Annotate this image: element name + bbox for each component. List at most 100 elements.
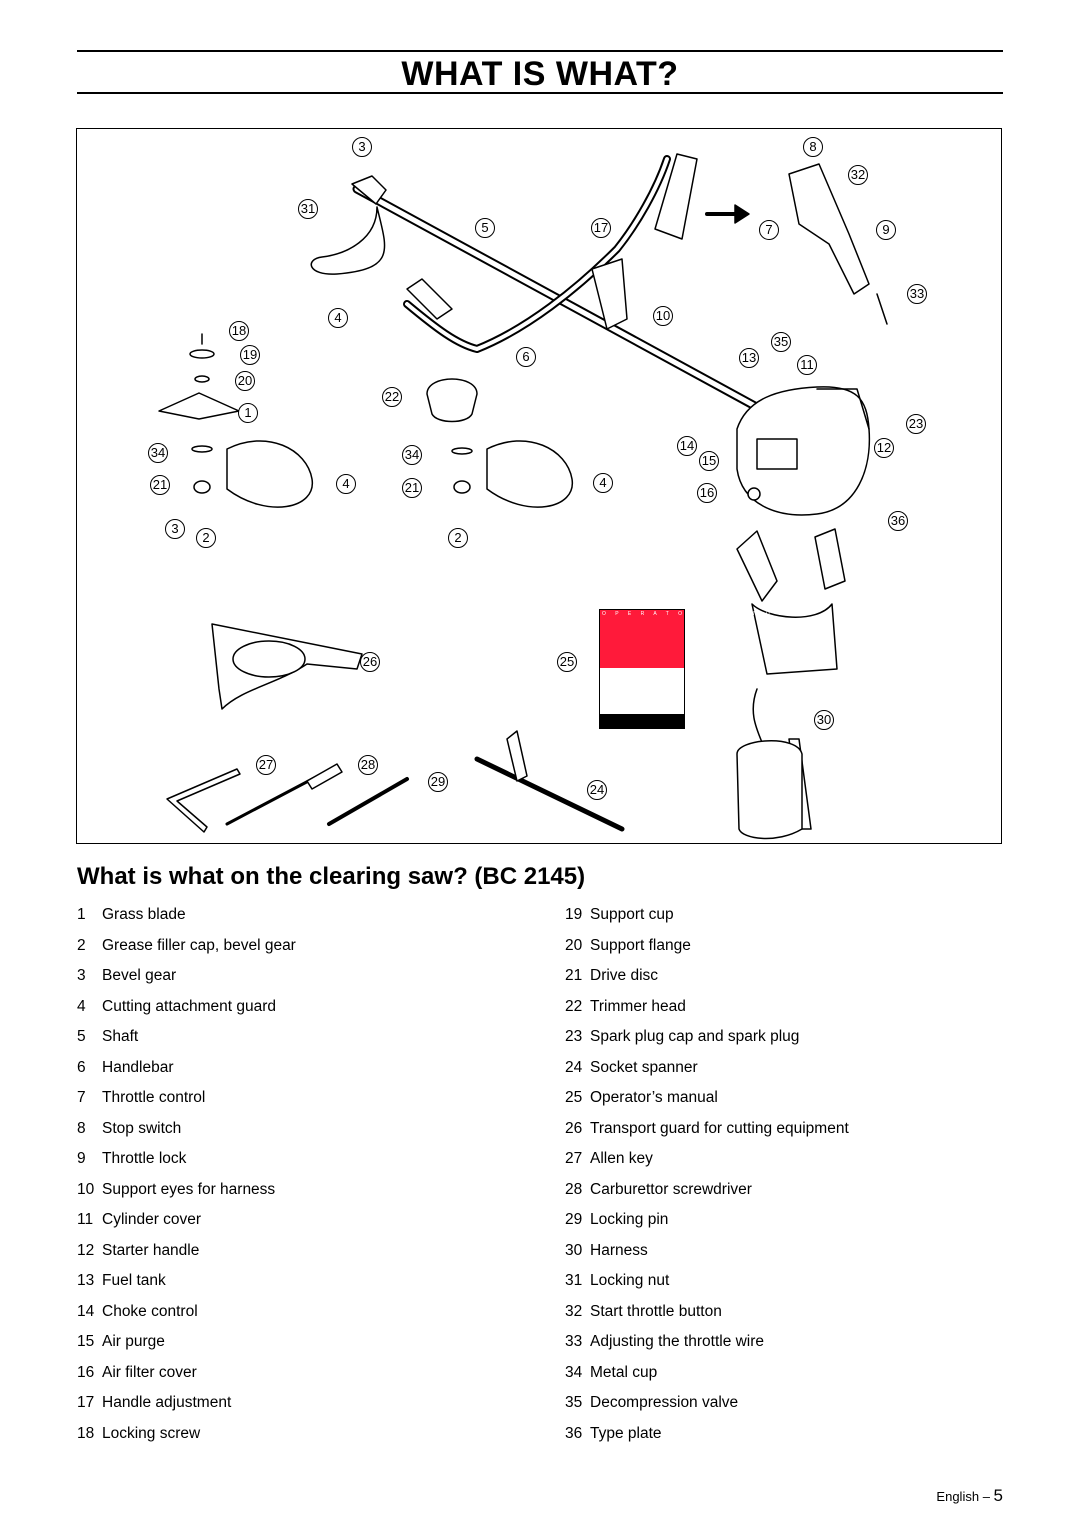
part-number: 35	[565, 1394, 583, 1411]
callout: 1	[238, 403, 258, 423]
callout: 19	[240, 345, 260, 365]
part-number: 12	[77, 1241, 95, 1259]
part-label: Trimmer head	[590, 997, 686, 1015]
callout: 36	[888, 511, 908, 531]
part-label: Drive disc	[590, 967, 659, 984]
part-number: 25	[565, 1089, 583, 1106]
callout: 11	[797, 355, 817, 375]
part-label: Harness	[590, 1241, 648, 1259]
part-label: Cylinder cover	[102, 1211, 202, 1228]
part-label: Air purge	[102, 1333, 165, 1350]
part-number: 33	[565, 1333, 583, 1350]
callout: 29	[428, 772, 448, 792]
callout: 5	[475, 218, 495, 238]
part-row: 31 Locking nut	[565, 1270, 1005, 1301]
callout: 10	[653, 306, 673, 326]
section-heading: What is what on the clearing saw? (BC 21…	[77, 863, 586, 890]
part-row: 29 Locking pin	[565, 1209, 1005, 1240]
callout: 15	[699, 451, 719, 471]
callout: 4	[328, 308, 348, 328]
callout: 27	[256, 755, 276, 775]
part-label: Grass blade	[102, 906, 186, 923]
part-label: Locking nut	[590, 1272, 670, 1289]
part-number: 24	[565, 1058, 583, 1076]
callout: 7	[759, 220, 779, 240]
part-number: 13	[77, 1272, 95, 1289]
manual-black-band	[600, 714, 684, 728]
callout: 2	[448, 528, 468, 548]
part-label: Throttle control	[102, 1089, 206, 1106]
part-number: 31	[565, 1272, 583, 1289]
part-label: Locking pin	[590, 1211, 669, 1228]
callout: 21	[150, 475, 170, 495]
part-number: 9	[77, 1150, 86, 1167]
callout: 34	[148, 443, 168, 463]
part-label: Handle adjustment	[102, 1394, 232, 1411]
part-number: 6	[77, 1058, 86, 1076]
part-label: Spark plug cap and spark plug	[590, 1028, 800, 1045]
callout: 17	[591, 218, 611, 238]
part-label: Fuel tank	[102, 1272, 166, 1289]
part-label: Throttle lock	[102, 1150, 187, 1167]
callout: 16	[697, 483, 717, 503]
part-number: 26	[565, 1119, 583, 1137]
part-number: 21	[565, 967, 583, 984]
part-number: 14	[77, 1302, 95, 1320]
part-row: 24 Socket spanner	[565, 1057, 1005, 1088]
callout: 33	[907, 284, 927, 304]
callout: 2	[196, 528, 216, 548]
part-number: 36	[565, 1424, 583, 1442]
part-row: 17 Handle adjustment	[77, 1392, 517, 1423]
part-number: 29	[565, 1211, 583, 1228]
callout: 25	[557, 652, 577, 672]
footer-dash: –	[982, 1489, 994, 1504]
callout: 24	[587, 780, 607, 800]
part-number: 34	[565, 1363, 583, 1381]
part-row: 11 Cylinder cover	[77, 1209, 517, 1240]
top-rule	[77, 50, 1003, 52]
part-number: 10	[77, 1180, 95, 1198]
part-label: Handlebar	[102, 1058, 174, 1076]
part-row: 6 Handlebar	[77, 1057, 517, 1088]
part-number: 11	[77, 1211, 94, 1228]
part-number: 5	[77, 1028, 86, 1045]
callout: 3	[352, 137, 372, 157]
callout: 14	[677, 436, 697, 456]
callout: 20	[235, 371, 255, 391]
part-row: 27 Allen key	[565, 1148, 1005, 1179]
part-label: Socket spanner	[590, 1058, 698, 1076]
operators-manual-cover: O P E R A T O R ' S M A N U A L	[599, 609, 794, 729]
part-number: 27	[565, 1150, 583, 1167]
part-label: Allen key	[590, 1150, 653, 1167]
part-row: 22 Trimmer head	[565, 996, 1005, 1027]
part-label: Locking screw	[102, 1424, 201, 1442]
part-number: 19	[565, 906, 583, 923]
callout: 30	[814, 710, 834, 730]
part-number: 17	[77, 1394, 95, 1411]
callout: 4	[336, 474, 356, 494]
part-number: 22	[565, 997, 583, 1015]
parts-figure: 3 31 5 17 4 10 8 32 7 9 33 35 13 11 18 1…	[76, 128, 1002, 844]
